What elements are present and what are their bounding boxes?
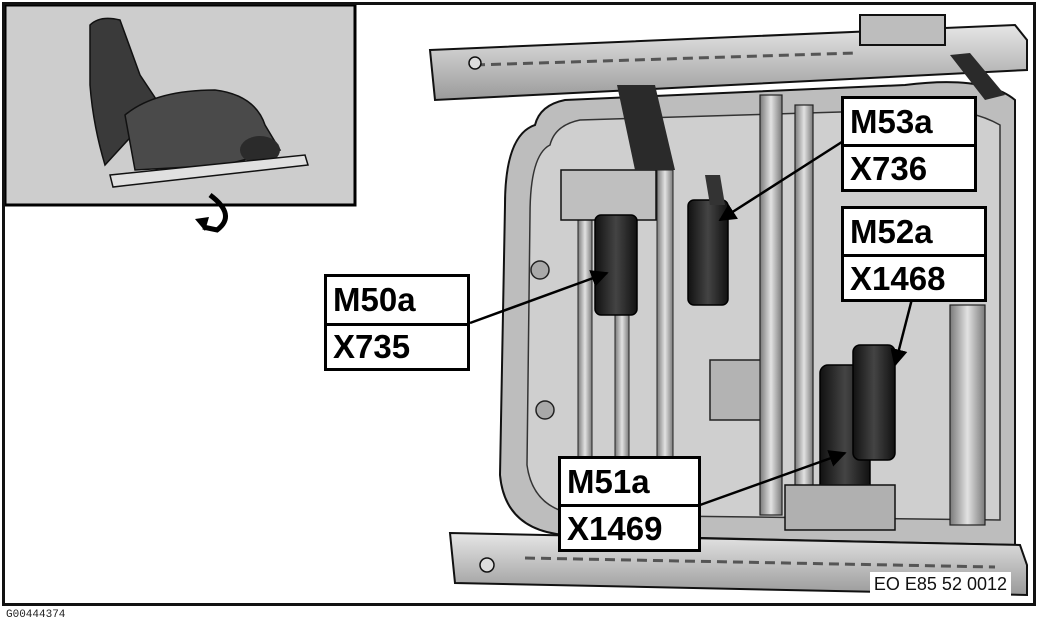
motors	[594, 175, 896, 531]
callout-m53a: M53a X736	[841, 96, 977, 192]
diagram-caption: EO E85 52 0012	[869, 572, 1011, 597]
leader-m52a	[890, 294, 915, 367]
component-label: M53a	[850, 103, 933, 140]
callout-m51a: M51a X1469	[558, 456, 701, 552]
figure-id: G00444374	[6, 609, 66, 621]
seat-icon	[89, 17, 309, 188]
seat-overview-inset	[5, 5, 357, 207]
connector-label: X1468	[844, 254, 984, 299]
leader-m50a	[469, 270, 609, 325]
seat-underside-diagram	[5, 5, 1028, 597]
top-seat-rail	[428, 14, 1028, 102]
connector-label: X735	[327, 322, 467, 369]
motor-m50a	[594, 214, 638, 316]
component-label: M51a	[567, 463, 650, 500]
guide-tubes	[560, 53, 1005, 526]
component-label: M50a	[333, 281, 416, 319]
motor-m52a	[852, 344, 896, 461]
callout-m52a: M52a X1468	[841, 206, 987, 302]
leader-lines	[469, 138, 915, 507]
connector-label: X736	[844, 144, 974, 189]
diagram-frame: M50a X735 M53a X736 M52a X1468 M51a X146…	[2, 2, 1036, 606]
component-label: M52a	[850, 213, 933, 250]
callout-m50a: M50a X735	[324, 274, 470, 371]
motor-m53a	[687, 199, 729, 306]
rotate-arrow-icon	[202, 192, 228, 233]
connector-label: X1469	[561, 504, 698, 549]
leader-m51a	[699, 450, 847, 507]
leader-m53a	[718, 138, 846, 222]
